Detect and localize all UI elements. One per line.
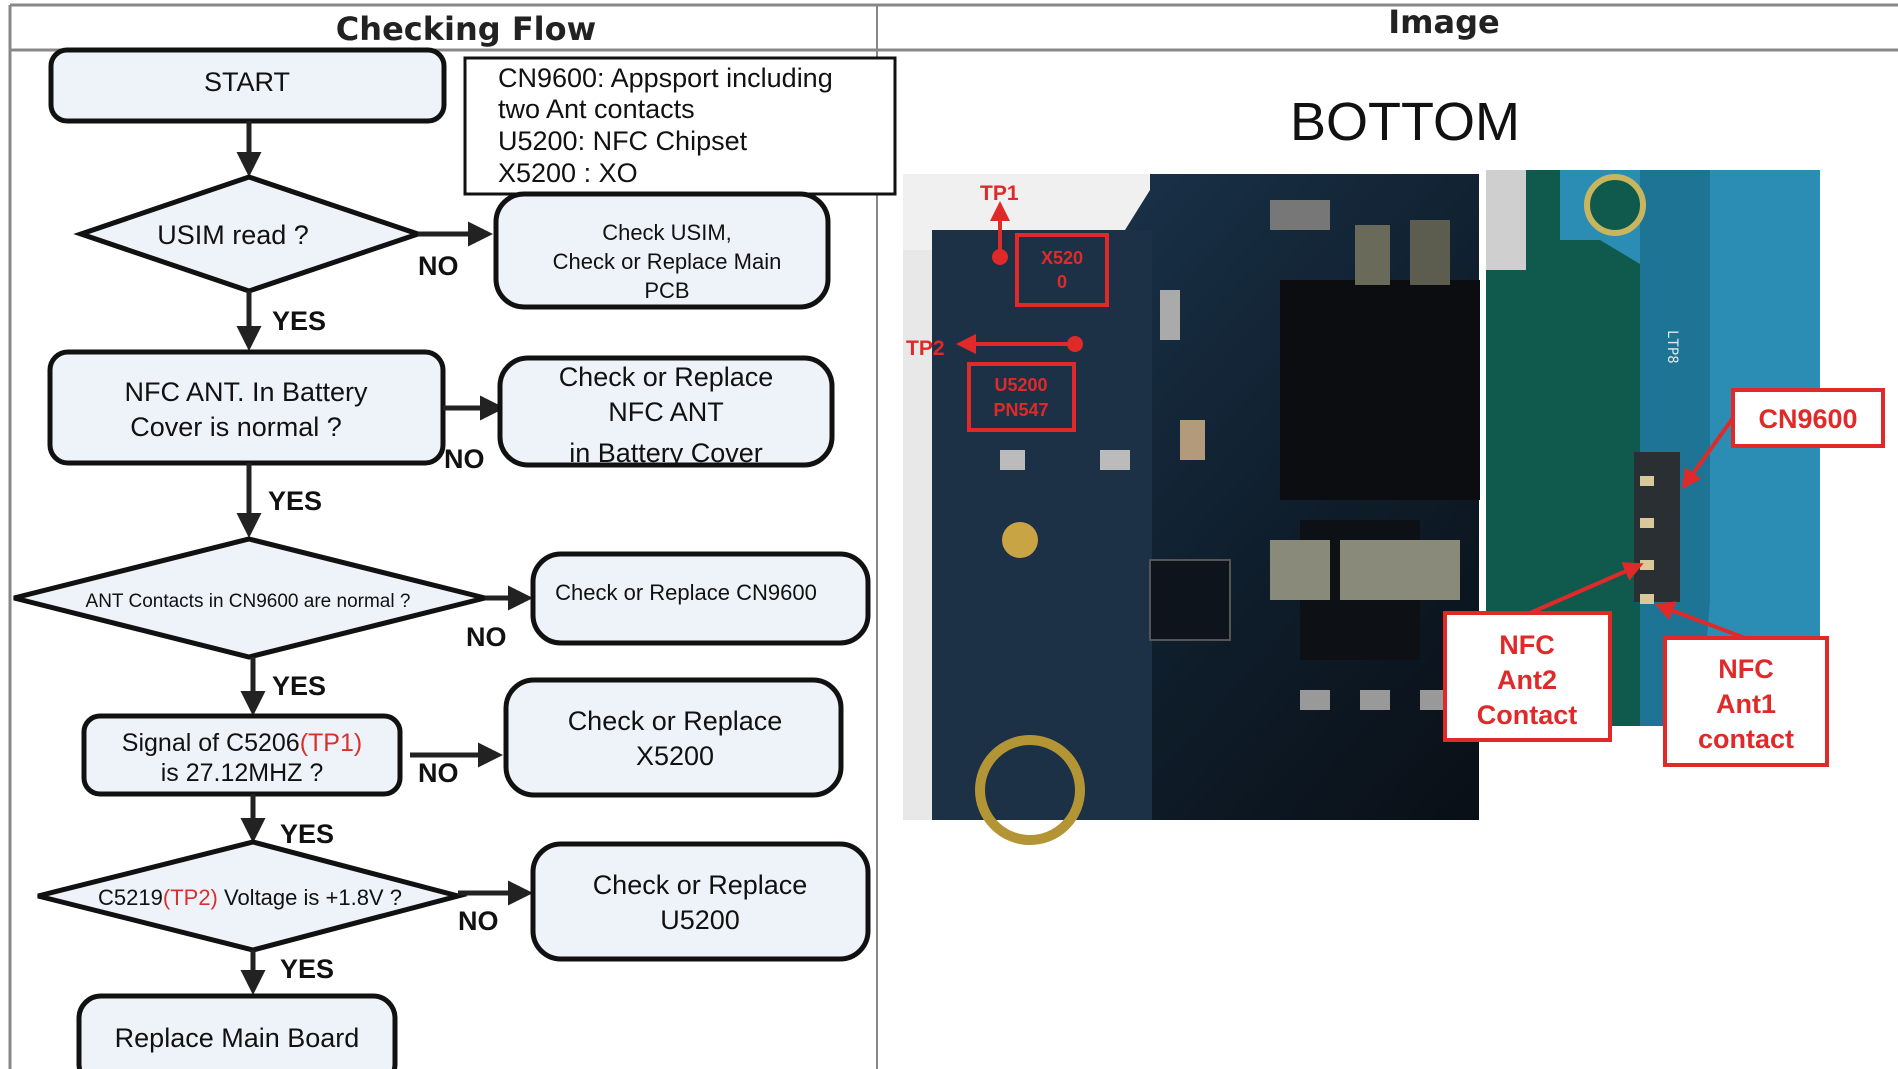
- nfc-yes-label: YES: [268, 486, 322, 516]
- signal-action-line-1: Check or Replace: [568, 706, 783, 736]
- usim-action-node: Check USIM, Check or Replace Main PCB: [496, 194, 828, 307]
- u5200-label-a: U5200: [994, 375, 1047, 395]
- bottom-title: BOTTOM: [1290, 92, 1520, 152]
- usim-label: USIM read ?: [157, 220, 309, 250]
- pcb-photo-left: [903, 174, 1480, 840]
- tp2-label: TP2: [906, 337, 945, 360]
- usim-action-line-1: Check USIM,: [602, 220, 732, 245]
- legend-line-4: X5200 : XO: [498, 158, 638, 188]
- usim-decision: USIM read ?: [81, 177, 418, 291]
- board-print-label: LTP8: [1664, 330, 1680, 364]
- ant1-label-c: contact: [1698, 724, 1794, 754]
- x5200-label-a: X520: [1041, 248, 1083, 268]
- nfc-ant-line-2: Cover is normal ?: [130, 412, 342, 442]
- nfc-ant-action-node: Check or Replace NFC ANT in Battery Cove…: [500, 358, 832, 468]
- legend-line-3: U5200: NFC Chipset: [498, 126, 748, 156]
- voltage-action-line-1: Check or Replace: [593, 870, 808, 900]
- legend-line-1: CN9600: Appsport including: [498, 63, 833, 93]
- nfc-action-line-3: in Battery Cover: [569, 438, 763, 468]
- nfc-action-line-2: NFC ANT: [608, 397, 724, 427]
- signal-action-node: Check or Replace X5200: [506, 680, 841, 795]
- ant1-label-a: NFC: [1718, 654, 1774, 684]
- nfc-ant-line-1: NFC ANT. In Battery: [124, 377, 368, 407]
- usim-action-line-3: PCB: [644, 278, 689, 303]
- x5200-label-b: 0: [1057, 272, 1067, 292]
- usim-yes-label: YES: [272, 306, 326, 336]
- ant1-label-b: Ant1: [1716, 689, 1776, 719]
- ant2-label-c: Contact: [1477, 700, 1578, 730]
- tp1-dot: [992, 249, 1008, 265]
- signal-line-2: is 27.12MHZ ?: [161, 759, 324, 787]
- voltage-no-label: NO: [458, 906, 499, 936]
- ant2-label-b: Ant2: [1497, 665, 1557, 695]
- voltage-tp2: (TP2): [163, 885, 218, 910]
- signal-line-1: Signal of C5206(TP1): [122, 729, 362, 757]
- legend-line-2: two Ant contacts: [498, 94, 695, 124]
- ant-contacts-action-label: Check or Replace CN9600: [555, 580, 817, 605]
- ant-yes-label: YES: [272, 671, 326, 701]
- flow-column-header: Checking Flow: [336, 10, 596, 48]
- voltage-action-line-2: U5200: [660, 905, 740, 935]
- voltage-post: Voltage is +1.8V ?: [218, 885, 402, 910]
- usim-no-label: NO: [418, 251, 459, 281]
- tp2-dot: [1067, 336, 1083, 352]
- tp1-label: TP1: [980, 182, 1019, 205]
- ant-contacts-action-node: Check or Replace CN9600: [533, 554, 868, 643]
- u5200-label-b: PN547: [993, 400, 1048, 420]
- signal-pre: Signal of C5206: [122, 729, 300, 757]
- usim-action-line-2: Check or Replace Main: [553, 249, 782, 274]
- voltage-decision: C5219(TP2) Voltage is +1.8V ?: [38, 842, 458, 950]
- voltage-action-node: Check or Replace U5200: [533, 844, 868, 959]
- signal-yes-label: YES: [280, 819, 334, 849]
- end-label: Replace Main Board: [115, 1023, 360, 1053]
- voltage-yes-label: YES: [280, 954, 334, 984]
- cn9600-label: CN9600: [1758, 404, 1857, 434]
- image-column-header: Image: [1388, 3, 1499, 41]
- legend-box: CN9600: Appsport including two Ant conta…: [465, 58, 895, 194]
- signal-node: Signal of C5206(TP1) is 27.12MHZ ?: [84, 716, 400, 794]
- signal-tp1: (TP1): [300, 729, 363, 757]
- signal-action-line-2: X5200: [636, 741, 714, 771]
- ant-contacts-decision: ANT Contacts in CN9600 are normal ?: [14, 539, 485, 657]
- ant-contacts-label: ANT Contacts in CN9600 are normal ?: [86, 591, 411, 612]
- ant-no-label: NO: [466, 622, 507, 652]
- nfc-no-label: NO: [444, 444, 485, 474]
- nfc-ant-node: NFC ANT. In Battery Cover is normal ?: [50, 352, 443, 463]
- voltage-pre: C5219: [98, 885, 163, 910]
- voltage-label: C5219(TP2) Voltage is +1.8V ?: [98, 885, 402, 910]
- nfc-action-line-1: Check or Replace: [559, 362, 774, 392]
- start-label: START: [204, 67, 290, 97]
- ant2-label-a: NFC: [1499, 630, 1555, 660]
- end-node: Replace Main Board: [79, 996, 395, 1069]
- start-node: START: [51, 50, 444, 121]
- signal-no-label: NO: [418, 758, 459, 788]
